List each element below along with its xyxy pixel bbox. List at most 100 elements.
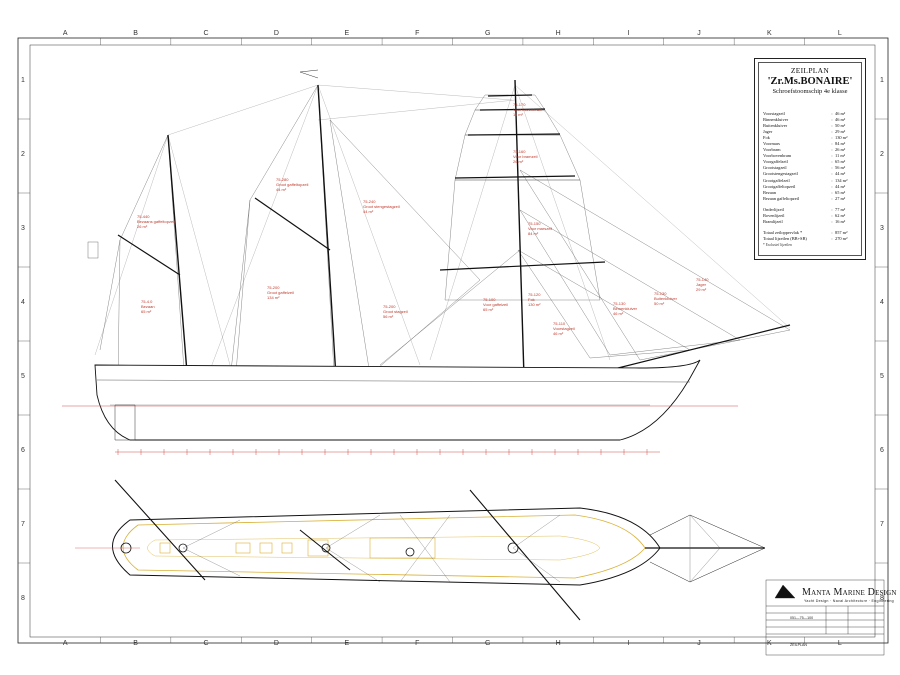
sail-area: 50 m² xyxy=(835,123,846,129)
grid-row-label: 6 xyxy=(21,447,25,454)
grid-row-label: 8 xyxy=(21,595,25,602)
grid-column-label: K xyxy=(767,640,772,647)
sail-row: Binnenkluiver:46 m² xyxy=(763,117,857,123)
drawing-number: 051—75—100 xyxy=(790,616,814,620)
studding-sail-row: Bovenlijzeil:62 m² xyxy=(763,213,857,219)
title-block-inner xyxy=(758,62,862,256)
sail-name: Grootstagzeil xyxy=(763,165,787,171)
mizzen-sail xyxy=(117,134,186,386)
outer-frame xyxy=(17,37,889,644)
grid-column-label: F xyxy=(415,640,420,647)
grid-row-label: 4 xyxy=(21,299,25,306)
drawing-content: ZEILPLAN xyxy=(790,643,807,647)
sail-row: Voorstagzeil:46 m² xyxy=(763,111,857,117)
sail-area: 56 m² xyxy=(835,165,846,171)
sail-area: 44 m² xyxy=(835,171,846,177)
sail-row: Grootgaffeltopzeil:44 m² xyxy=(763,184,857,190)
sail-area: 29 m² xyxy=(835,129,846,135)
grid-row-label: 3 xyxy=(880,225,884,232)
stern-flag xyxy=(87,241,99,259)
ship-name: 'Zr.Ms.BONAIRE' xyxy=(767,76,853,87)
sail-name: Fok xyxy=(763,135,770,141)
sail-name: Grootstengestagzeil xyxy=(763,171,798,177)
inner-jib xyxy=(519,209,741,356)
designer-block: Manta Marine Design Yacht Design · Naval… xyxy=(766,580,896,655)
grid-column-label: H xyxy=(555,640,561,647)
sail-name: Bezaan gaffeltopzeil xyxy=(763,195,800,201)
grid-column-label: L xyxy=(837,640,842,647)
sail-name: Totaal zeiloppervlak * xyxy=(763,229,803,235)
sail-name: Voormars xyxy=(763,141,780,147)
sail-row: Bezaan gaffeltopzeil:27 m² xyxy=(763,196,857,202)
sail-area: 77 m² xyxy=(835,206,846,212)
sail-row: Buitenkluiver:50 m² xyxy=(763,123,857,129)
sail-name: Grootgaffeltopzeil xyxy=(763,183,796,189)
bowsprit xyxy=(609,324,791,371)
title-block: ZEILPLAN 'Zr.Ms.BONAIRE' Schroefstoomsch… xyxy=(754,58,866,260)
grid-column-label: F xyxy=(415,30,420,37)
sail-area: 11 m² xyxy=(835,153,846,159)
grid-column-label: D xyxy=(273,640,279,647)
sail-row: Grootstagzeil:56 m² xyxy=(763,165,857,171)
fore-staysail xyxy=(517,249,691,359)
sail-name: Onderlijzeil xyxy=(763,206,784,212)
sail-area: 16 m² xyxy=(835,218,846,224)
grid-column-label: A xyxy=(62,640,68,647)
grid-row-label: 3 xyxy=(21,225,25,232)
sail-area: 46 m² xyxy=(835,111,846,116)
sail-name: Buitenkluiver xyxy=(763,123,788,129)
grid-row-label: 1 xyxy=(880,77,884,84)
hull-profile xyxy=(94,359,701,441)
sail-area: 62 m² xyxy=(835,212,846,218)
sail-row: Voorbram:26 m² xyxy=(763,147,857,153)
fore-yard xyxy=(439,261,606,271)
sail-name: Grootgaffelzeil xyxy=(763,177,790,183)
sail-row: Grootstengestagzeil:44 m² xyxy=(763,171,857,177)
grid-column-label: I xyxy=(627,640,630,647)
grid-column-label: A xyxy=(62,30,68,37)
sail-row: Jager:29 m² xyxy=(763,129,857,135)
sail-name: Voorbram xyxy=(763,147,781,153)
grid-column-label: G xyxy=(484,30,491,37)
mizzen-mast xyxy=(167,134,191,411)
grid-column-label: G xyxy=(484,640,491,647)
sail-row: Grootgaffelzeil:134 m² xyxy=(763,178,857,184)
sail-name: Voorgaffelzeil xyxy=(763,159,788,165)
side-elevation xyxy=(62,69,791,455)
sail-area: 130 m² xyxy=(835,135,848,141)
sail-name: Bramlijzeil xyxy=(763,218,783,224)
sail-row: Fok:130 m² xyxy=(763,135,857,141)
outer-jib xyxy=(519,169,791,361)
grid-column-label: J xyxy=(697,30,701,37)
grid-row-label: 4 xyxy=(880,299,884,306)
grid-row-label: 1 xyxy=(21,77,25,84)
sail-area: 27 m² xyxy=(835,195,846,201)
sail-row: Voorgaffelzeil:65 m² xyxy=(763,159,857,165)
studding-sail-row: Bramlijzeil:16 m² xyxy=(763,219,857,225)
grid-row-label: 5 xyxy=(880,373,884,380)
sail-row: Voorbovenbram:11 m² xyxy=(763,153,857,159)
total-row: Totaal zeiloppervlak *:857 m² xyxy=(763,230,857,236)
sail-row: Bezaan:65 m² xyxy=(763,190,857,196)
footnote: * Exclusief lijzeilen xyxy=(763,243,792,247)
sail-row: Voormars:84 m² xyxy=(763,141,857,147)
designer-box xyxy=(765,579,885,656)
designer-name: Manta Marine Design xyxy=(802,587,897,598)
sail-area: 857 m² xyxy=(835,229,848,235)
sail-name: Bovenlijzeil xyxy=(763,212,785,218)
designer-tagline: Yacht Design · Naval Architecture · Engi… xyxy=(804,599,894,603)
plan-heading: ZEILPLAN xyxy=(790,66,830,75)
sail-area: 44 m² xyxy=(835,183,846,189)
sail-name: Voorbovenbram xyxy=(763,153,792,159)
